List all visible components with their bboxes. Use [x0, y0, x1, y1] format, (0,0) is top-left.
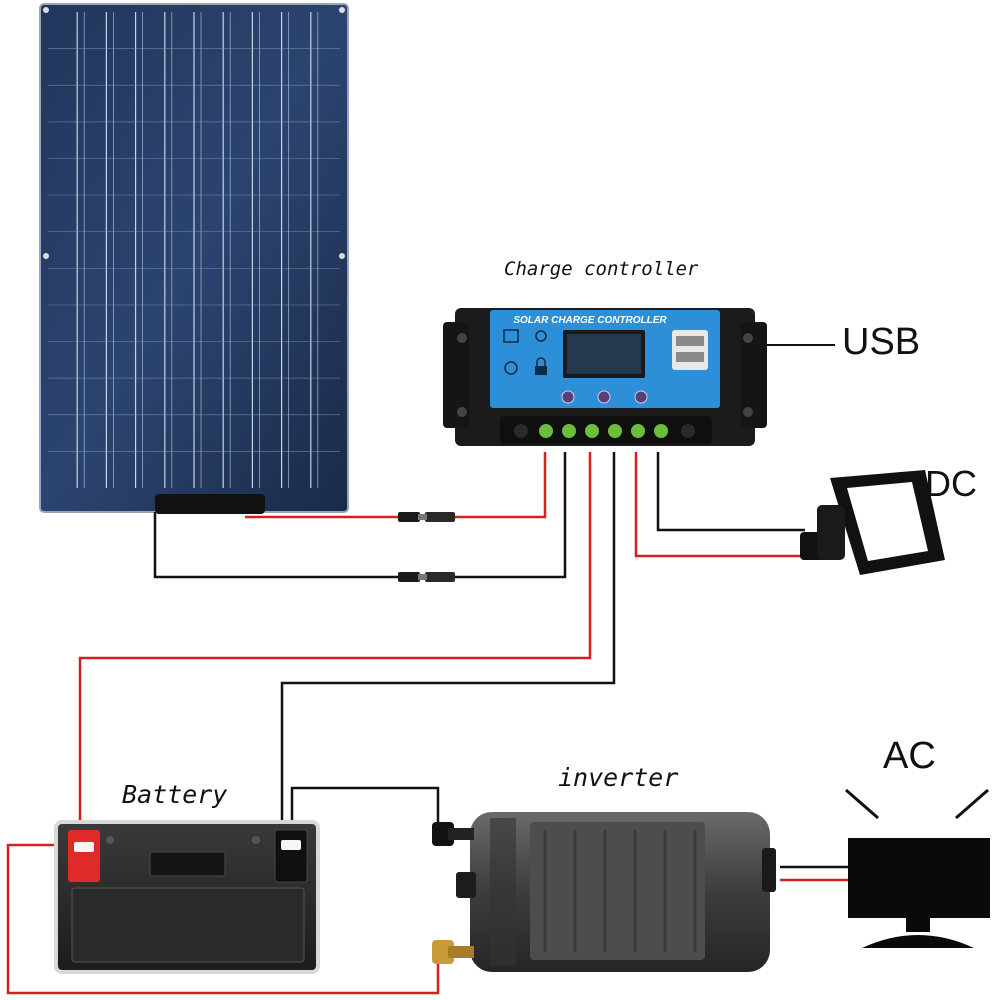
battery-positive-terminal — [68, 830, 100, 882]
dc-negative-wire — [656, 452, 805, 532]
tv-stand — [862, 935, 974, 948]
setting-icon — [535, 330, 547, 342]
tv-screen — [848, 838, 990, 918]
inverter-negative-wire — [290, 786, 440, 832]
battery-positive-wire — [78, 452, 592, 835]
wiring — [6, 344, 848, 995]
battery-negative-terminal — [274, 829, 308, 883]
panel-cell-grid — [48, 12, 340, 488]
inverter — [432, 812, 776, 972]
dc-positive-wire — [634, 452, 805, 558]
controller-panel-title: SOLAR CHARGE CONTROLLER — [513, 315, 667, 326]
panel-positive-wire — [245, 452, 547, 519]
mc4-connector-positive — [398, 512, 455, 522]
charge-controller: SOLAR CHARGE CONTROLLER — [443, 308, 767, 446]
controller-button-1 — [561, 390, 575, 404]
controller-button-3 — [634, 390, 648, 404]
mode-icon — [503, 329, 519, 343]
mc4-connector-negative — [398, 572, 455, 582]
controller-button-2 — [597, 390, 611, 404]
timer-icon — [504, 361, 518, 375]
inverter-label: inverter — [558, 763, 679, 792]
battery — [54, 820, 320, 974]
solar-panel — [39, 3, 349, 514]
inverter-positive-wire — [6, 843, 440, 995]
battery-label: Battery — [122, 780, 228, 809]
panel-negative-wire — [153, 452, 567, 579]
dc-label: DC — [925, 463, 977, 504]
ac-television — [845, 788, 990, 948]
battery-negative-wire — [280, 452, 616, 835]
charge-controller-label: Charge controller — [504, 258, 699, 280]
lock-icon — [535, 366, 547, 375]
terminal-strip — [500, 416, 712, 444]
usb-label: USB — [842, 321, 921, 363]
inverter-fins — [543, 830, 697, 952]
dc-lamp — [800, 470, 945, 575]
junction-box — [155, 494, 265, 514]
ac-label: AC — [883, 735, 936, 777]
